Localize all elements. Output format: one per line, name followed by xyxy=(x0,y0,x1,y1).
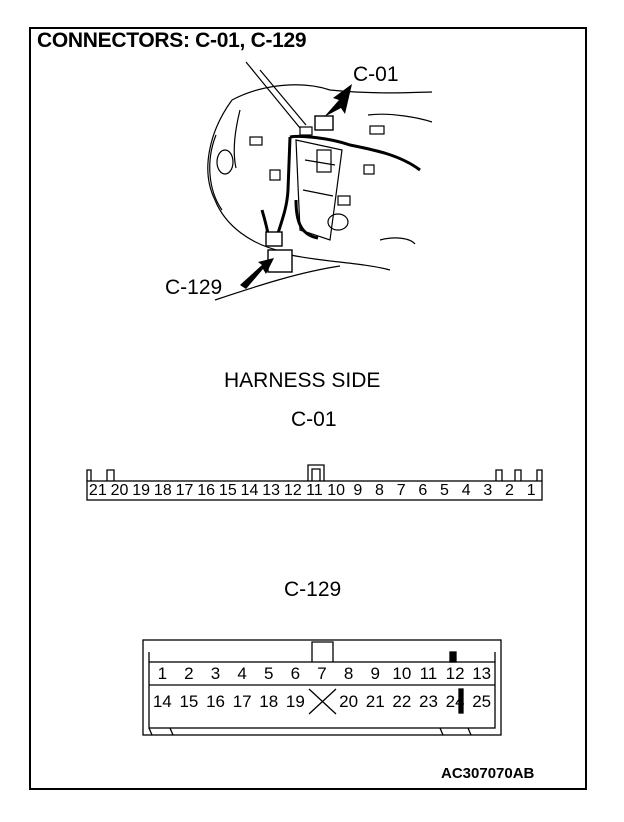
c129-pin: 17 xyxy=(232,692,252,711)
diagram-title: CONNECTORS: C-01, C-129 xyxy=(37,29,307,52)
c01-pin: 18 xyxy=(153,482,172,499)
c01-pin: 2 xyxy=(505,482,514,499)
c129-pin: 9 xyxy=(370,664,380,683)
c01-pin: 6 xyxy=(418,482,428,499)
c129-pin: 24 xyxy=(445,692,465,711)
c129-pin: 21 xyxy=(365,692,385,711)
c01-pin: 10 xyxy=(327,482,346,499)
c129-pin: 6 xyxy=(290,664,301,683)
c129-pin: 10 xyxy=(392,664,412,683)
c129-pin: 3 xyxy=(210,664,221,683)
callout-c01: C-01 xyxy=(353,63,399,86)
c129-pin: 8 xyxy=(343,664,354,683)
c129-pin: 25 xyxy=(472,692,492,711)
c129-pin: 11 xyxy=(419,664,438,683)
c129-pin: 7 xyxy=(317,664,327,683)
c01-connector-label: C-01 xyxy=(291,408,337,431)
c01-pin: 19 xyxy=(132,482,151,499)
c129-pin: 22 xyxy=(392,692,412,711)
harness-side-label: HARNESS SIDE xyxy=(224,369,381,392)
c01-pin: 15 xyxy=(218,482,237,499)
c129-pin: 5 xyxy=(264,664,274,683)
c129-pin: 15 xyxy=(179,692,199,711)
c01-pin: 8 xyxy=(375,482,384,499)
c129-pin: 19 xyxy=(285,692,305,711)
c01-pin: 11 xyxy=(306,482,323,499)
c129-pin: 20 xyxy=(339,692,359,711)
c01-pin: 9 xyxy=(353,482,363,499)
c129-pin: 13 xyxy=(472,664,492,683)
c01-pin: 1 xyxy=(526,482,536,499)
c01-pin: 7 xyxy=(396,482,406,499)
callout-c129: C-129 xyxy=(165,276,223,299)
c129-pin: 14 xyxy=(152,692,172,711)
c129-pin: 2 xyxy=(184,664,194,683)
c01-pin: 17 xyxy=(175,482,194,499)
c01-pin: 13 xyxy=(262,482,281,499)
c129-pin: 1 xyxy=(157,664,168,683)
c129-pin: 23 xyxy=(418,692,438,711)
diagram-frame xyxy=(29,27,587,790)
c01-pin: 12 xyxy=(283,482,302,499)
c129-connector-label: C-129 xyxy=(284,578,342,601)
c129-pin: 12 xyxy=(445,664,465,683)
c129-pin: 4 xyxy=(237,664,247,683)
figure-code: AC307070AB xyxy=(441,765,535,782)
c01-pin: 20 xyxy=(110,482,129,499)
c01-pin: 5 xyxy=(440,482,449,499)
c01-pin: 21 xyxy=(88,482,107,499)
c01-pin: 16 xyxy=(197,482,216,499)
c01-pin: 4 xyxy=(461,482,471,499)
c129-pin: 18 xyxy=(259,692,279,711)
c01-pin: 3 xyxy=(483,482,493,499)
c129-pin: 16 xyxy=(206,692,225,711)
c01-pin: 14 xyxy=(240,482,259,499)
